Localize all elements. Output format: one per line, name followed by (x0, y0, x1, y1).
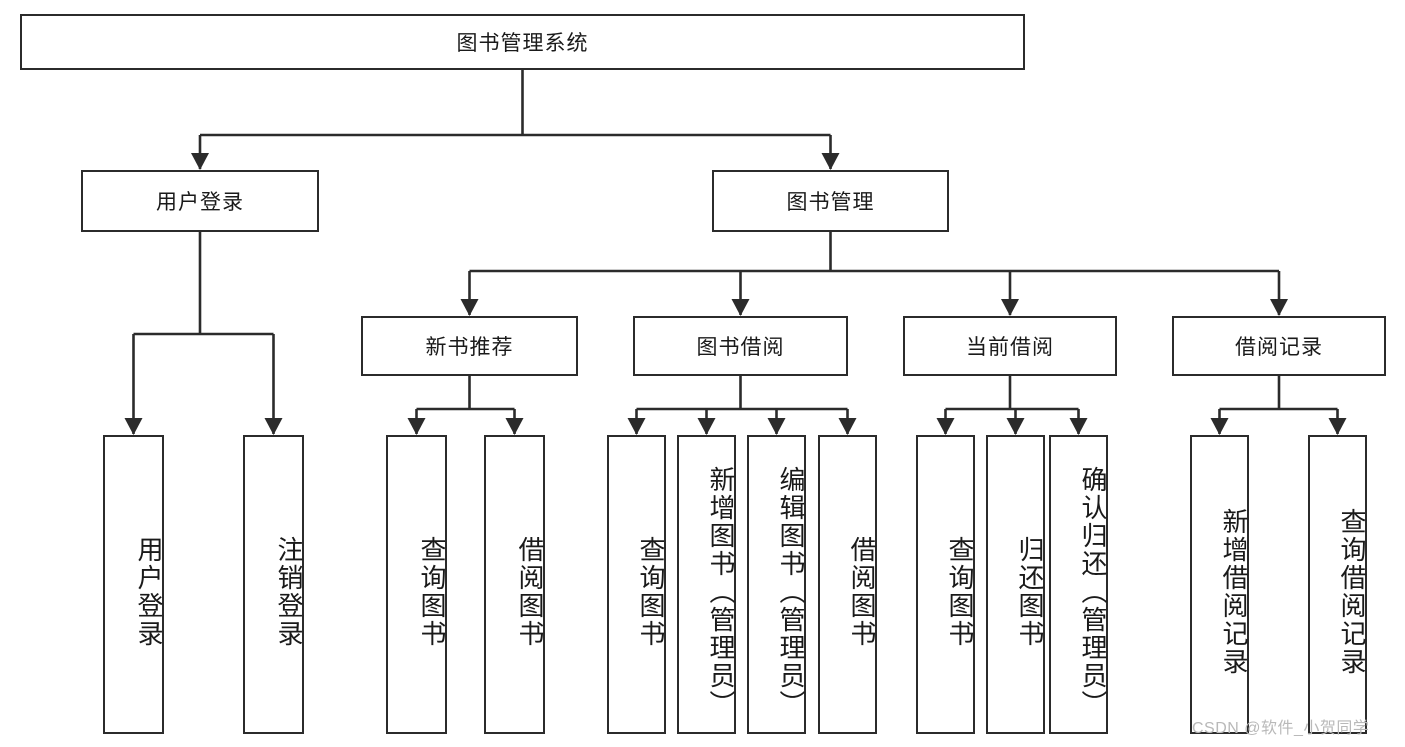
arrow-head-icon-leaf-cur-1 (936, 418, 955, 435)
node-newbook[interactable]: 新书推荐 (361, 316, 578, 376)
arrow-head-icon-login (191, 153, 209, 170)
node-label: 查询图书 (945, 535, 975, 648)
node-borrow[interactable]: 图书借阅 (633, 316, 848, 376)
node-label: 图书管理系统 (456, 32, 589, 55)
node-login[interactable]: 用户登录 (81, 170, 319, 232)
node-leaf-new-2[interactable]: 借阅图书 (484, 435, 545, 734)
arrow-head-icon-records (1270, 299, 1288, 316)
arrow-head-icon-leaf-bor-4 (838, 418, 857, 435)
node-leaf-cur-2[interactable]: 归还图书 (986, 435, 1045, 734)
node-leaf-login-2[interactable]: 注销登录 (243, 435, 304, 734)
node-leaf-bor-1[interactable]: 查询图书 (607, 435, 666, 734)
arrow-head-icon-leaf-bor-2 (697, 418, 716, 435)
arrow-head-icon-leaf-bor-3 (767, 418, 786, 435)
node-label: 查询借阅记录 (1337, 507, 1367, 676)
node-label: 借阅图书 (847, 535, 877, 648)
arrow-head-icon-leaf-new-2 (505, 418, 524, 435)
node-leaf-rec-2[interactable]: 查询借阅记录 (1308, 435, 1367, 734)
node-label: 确认归还（管理员） (1078, 465, 1108, 718)
node-label: 新增借阅记录 (1219, 507, 1249, 676)
node-label: 借阅图书 (515, 535, 545, 648)
node-label: 图书管理 (786, 191, 875, 214)
node-leaf-new-1[interactable]: 查询图书 (386, 435, 447, 734)
node-label: 借阅记录 (1235, 336, 1323, 359)
arrow-head-icon-leaf-new-1 (407, 418, 426, 435)
node-label: 新书推荐 (425, 336, 514, 359)
node-label: 当前借阅 (966, 336, 1054, 359)
arrow-head-icon-leaf-bor-1 (627, 418, 646, 435)
arrow-head-icon-bookmgmt (821, 153, 840, 170)
arrow-head-icon-newbook (460, 299, 479, 316)
node-current[interactable]: 当前借阅 (903, 316, 1117, 376)
node-label: 注销登录 (274, 535, 304, 648)
node-label: 查询图书 (417, 535, 447, 648)
arrow-head-icon-leaf-login-2 (264, 418, 283, 435)
node-leaf-cur-3[interactable]: 确认归还（管理员） (1049, 435, 1108, 734)
node-leaf-bor-4[interactable]: 借阅图书 (818, 435, 877, 734)
node-records[interactable]: 借阅记录 (1172, 316, 1386, 376)
node-label: 用户登录 (134, 535, 164, 648)
node-label: 用户登录 (156, 191, 244, 214)
node-root[interactable]: 图书管理系统 (20, 14, 1025, 70)
node-leaf-cur-1[interactable]: 查询图书 (916, 435, 975, 734)
node-label: 新增图书（管理员） (706, 465, 736, 718)
node-leaf-login-1[interactable]: 用户登录 (103, 435, 164, 734)
node-label: 归还图书 (1015, 535, 1045, 648)
watermark: CSDN @软件_小贺同学 (1192, 720, 1370, 737)
node-leaf-bor-3[interactable]: 编辑图书（管理员） (747, 435, 806, 734)
arrow-head-icon-leaf-rec-2 (1328, 418, 1347, 435)
node-label: 图书借阅 (696, 336, 785, 359)
node-leaf-bor-2[interactable]: 新增图书（管理员） (677, 435, 736, 734)
arrow-head-icon-borrow (731, 299, 750, 316)
arrow-head-icon-leaf-rec-1 (1210, 418, 1229, 435)
node-label: 编辑图书（管理员） (776, 465, 806, 718)
node-bookmgmt[interactable]: 图书管理 (712, 170, 949, 232)
arrow-head-icon-leaf-cur-3 (1069, 418, 1088, 435)
node-label: 查询图书 (636, 535, 666, 648)
node-leaf-rec-1[interactable]: 新增借阅记录 (1190, 435, 1249, 734)
arrow-head-icon-leaf-login-1 (124, 418, 143, 435)
arrow-head-icon-current (1001, 299, 1019, 316)
arrow-head-icon-leaf-cur-2 (1006, 418, 1025, 435)
